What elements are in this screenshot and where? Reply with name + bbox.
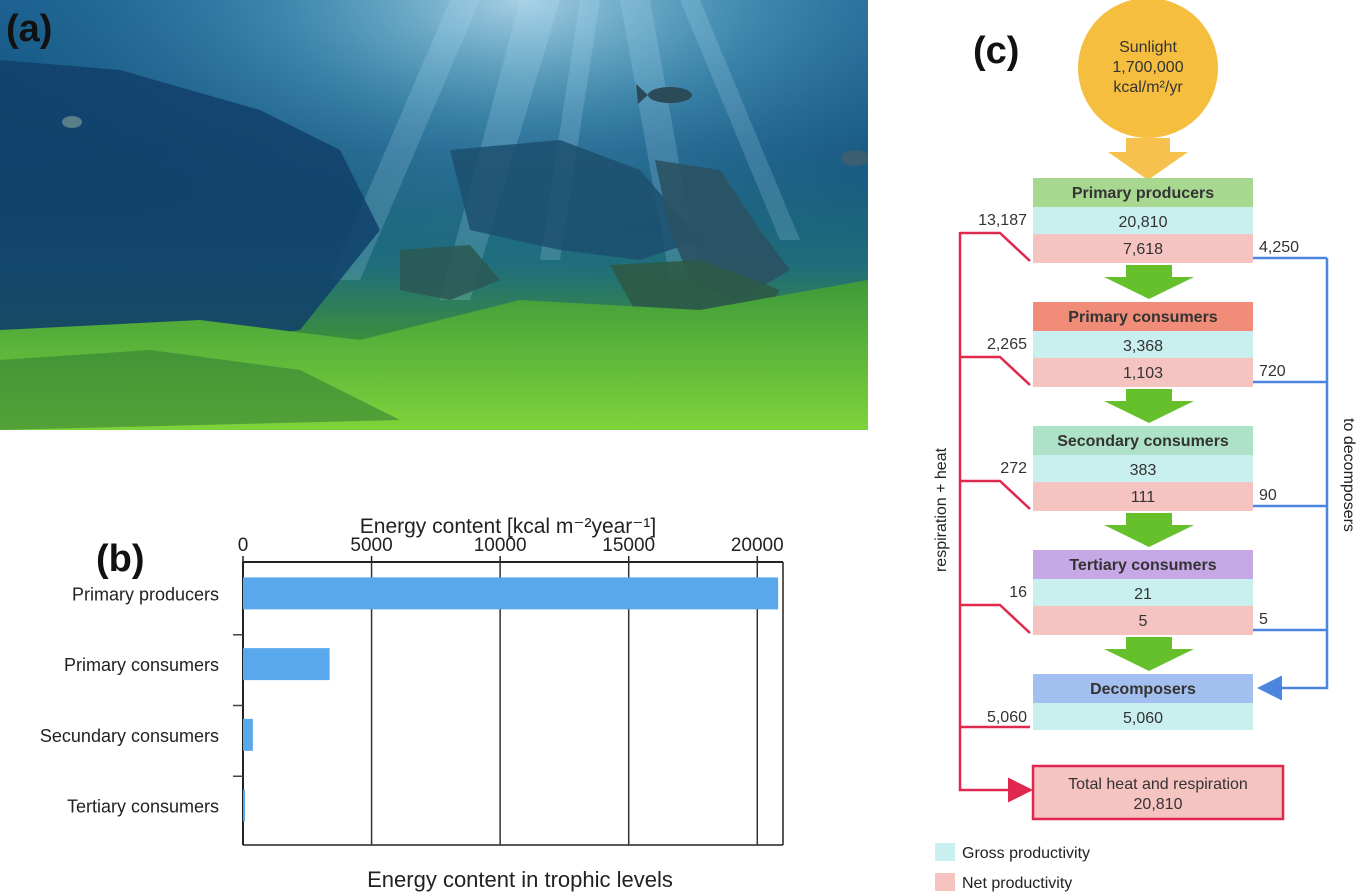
- to-decomposers-label: to decomposers: [1340, 418, 1357, 532]
- trophic-level-box: Tertiary consumers 21 5: [1033, 550, 1253, 635]
- gross-value: 3,368: [1123, 338, 1163, 355]
- legend-net-label: Net productivity: [962, 875, 1072, 892]
- chart-category-label: Primary producers: [72, 584, 219, 604]
- chart-title: Energy content in trophic levels: [367, 867, 673, 892]
- chart-tick-label: 20000: [731, 535, 784, 556]
- decomposer-value: 5: [1259, 611, 1268, 628]
- level-header: [1033, 426, 1253, 455]
- net-productivity-cell: [1033, 358, 1253, 387]
- chart-category-label: Tertiary consumers: [67, 797, 219, 817]
- chart-bar: [243, 648, 330, 681]
- sunlight-title: Sunlight: [1119, 39, 1177, 56]
- sunlight-arrow: [1108, 138, 1188, 180]
- trophic-level-box: Primary producers 20,810 7,618: [1033, 178, 1253, 263]
- net-value: 7,618: [1123, 241, 1163, 258]
- level-header: [1033, 550, 1253, 579]
- net-productivity-cell: [1033, 482, 1253, 511]
- chart-category-label: Secundary consumers: [40, 726, 219, 746]
- gross-productivity-cell: [1033, 331, 1253, 358]
- chart-tick-label: 10000: [474, 535, 527, 556]
- respiration-value: 13,187: [978, 212, 1027, 229]
- respiration-value: 16: [1009, 584, 1027, 601]
- gross-value: 20,810: [1119, 214, 1168, 231]
- gross-value: 21: [1134, 586, 1152, 603]
- respiration-connector: [960, 479, 1031, 510]
- legend-gross-swatch: [935, 843, 955, 861]
- panel-label-b: (b): [96, 538, 145, 580]
- gross-productivity-cell: [1033, 579, 1253, 606]
- flow-value-labels: 13,187 4,250 2,265 720 272 90 16 5 5,060 respirat…: [933, 212, 1357, 726]
- decomposer-value: 4,250: [1259, 239, 1299, 256]
- panel-label-c: (c): [973, 30, 1020, 72]
- decomposers-header: [1033, 674, 1253, 703]
- level-name: Secondary consumers: [1057, 433, 1229, 450]
- energy-transfer-arrow: [1104, 389, 1194, 423]
- level-header: [1033, 178, 1253, 207]
- sunlight-value: 1,700,000: [1112, 59, 1183, 76]
- chart-bar: [243, 577, 779, 610]
- energy-bar-chart: Energy content [kcal m⁻²year⁻¹] 0 5000 100…: [40, 515, 784, 892]
- total-heat-box: Total heat and respiration 20,810: [1031, 764, 1285, 821]
- respiration-connector: [960, 355, 1031, 386]
- fish-icon: [636, 84, 692, 104]
- decomposers-gross-value: 5,060: [1123, 710, 1163, 727]
- decomposers-box: Decomposers 5,060: [1033, 674, 1253, 730]
- decomposer-line: [1257, 258, 1329, 701]
- panel-label-a: (a): [6, 8, 53, 50]
- chart-category-label: Primary consumers: [64, 655, 219, 675]
- trophic-level-box: Secondary consumers 383 111: [1033, 426, 1253, 511]
- flow-lines: [958, 231, 1329, 803]
- decomposer-value: 720: [1259, 363, 1286, 380]
- decomposers-name: Decomposers: [1090, 681, 1196, 698]
- decomposer-value: 90: [1259, 487, 1277, 504]
- legend-gross-label: Gross productivity: [962, 845, 1090, 862]
- respiration-connector: [960, 603, 1031, 634]
- energy-transfer-arrow: [1104, 637, 1194, 671]
- respiration-value: 2,265: [987, 336, 1027, 353]
- chart-tick-labels: 0 5000 10000 15000 20000: [238, 535, 784, 556]
- level-name: Primary consumers: [1068, 309, 1218, 326]
- chart-axis-title: Energy content [kcal m⁻²year⁻¹]: [360, 515, 656, 538]
- chart-bars: [243, 577, 779, 822]
- chart-bar: [243, 718, 253, 751]
- respiration-heat-label: respiration + heat: [933, 447, 950, 572]
- energy-transfer-arrow: [1104, 265, 1194, 299]
- level-header: [1033, 302, 1253, 331]
- sunlight-unit: kcal/m²/yr: [1113, 79, 1183, 96]
- legend-net-swatch: [935, 873, 955, 891]
- net-value: 1,103: [1123, 365, 1163, 382]
- total-heat-rect: [1031, 764, 1285, 821]
- decomposers-respiration-value: 5,060: [987, 709, 1027, 726]
- sunlight-circle: Sunlight 1,700,000 kcal/m²/yr: [1078, 0, 1218, 180]
- chart-tick-label: 5000: [350, 535, 392, 556]
- decomposers-gross-cell: [1033, 703, 1253, 730]
- respiration-line: [958, 232, 1033, 803]
- underwater-photo: [0, 0, 868, 430]
- gross-productivity-cell: [1033, 207, 1253, 234]
- gross-value: 383: [1130, 462, 1157, 479]
- chart-tick-label: 15000: [602, 535, 655, 556]
- net-value: 111: [1131, 489, 1155, 506]
- chart-tick-label: 0: [238, 535, 249, 556]
- total-heat-title: Total heat and respiration: [1068, 776, 1248, 793]
- net-productivity-cell: [1033, 234, 1253, 263]
- total-heat-value: 20,810: [1134, 796, 1183, 813]
- level-name: Primary producers: [1072, 185, 1214, 202]
- respiration-connector: [960, 231, 1031, 262]
- net-productivity-cell: [1033, 606, 1253, 635]
- chart-bar: [243, 789, 245, 822]
- level-name: Tertiary consumers: [1069, 557, 1216, 574]
- trophic-level-box: Primary consumers 3,368 1,103: [1033, 302, 1253, 387]
- respiration-value: 272: [1000, 460, 1027, 477]
- gross-productivity-cell: [1033, 455, 1253, 482]
- sun-icon: [1078, 0, 1218, 138]
- energy-transfer-arrow: [1104, 513, 1194, 547]
- net-value: 5: [1139, 613, 1148, 630]
